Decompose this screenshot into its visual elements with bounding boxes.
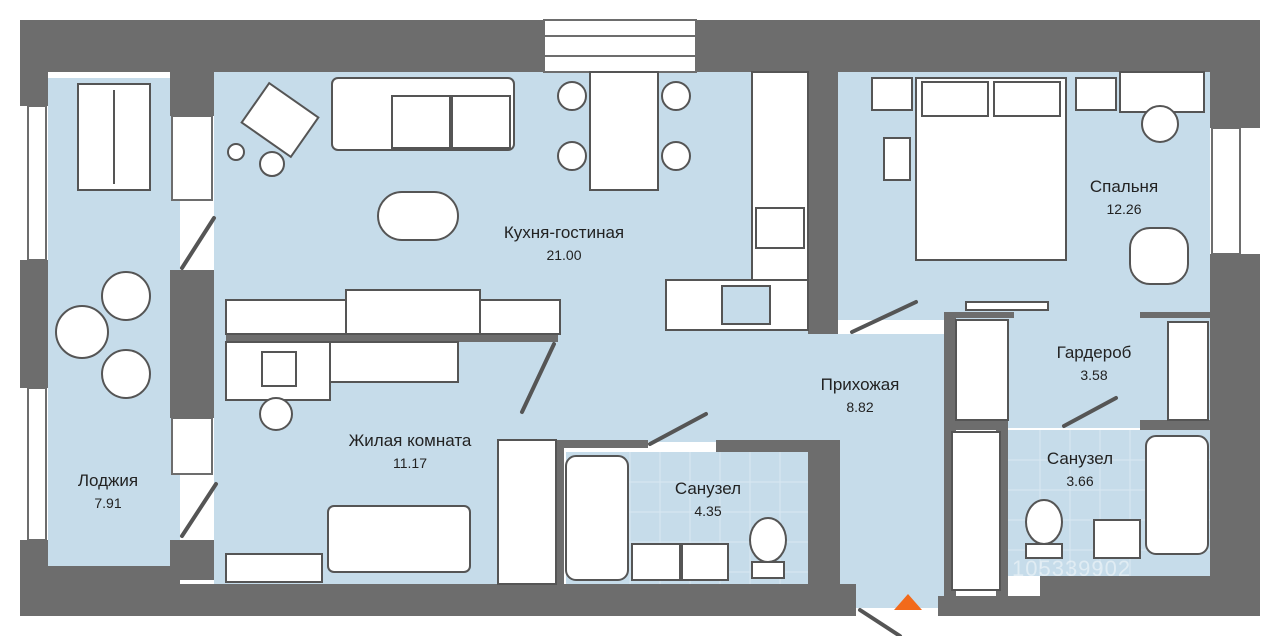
- wardrobe-rack-2: [951, 431, 1001, 591]
- wardrobe-living: [497, 439, 557, 585]
- nightstand-1: [871, 77, 913, 111]
- nightstand-2: [1075, 77, 1117, 111]
- room-name: Лоджия: [77, 471, 139, 490]
- toilet-2: [1025, 499, 1063, 545]
- floor-lamp: [227, 143, 245, 161]
- laptop: [261, 351, 297, 387]
- loggia-door-1: [171, 115, 213, 201]
- watermark: 105339902: [1012, 556, 1132, 581]
- room-label-living-room: Жилая комната 11.17: [320, 430, 500, 474]
- room-name: Кухня-гостиная: [503, 223, 625, 242]
- windows: [27, 19, 1241, 541]
- room-area: 12.26: [1106, 201, 1142, 217]
- room-label-kitchen-living: Кухня-гостиная 21.00: [474, 222, 654, 266]
- entrance-arrow-icon: [894, 594, 922, 610]
- room-area: 3.66: [1066, 473, 1094, 489]
- room-name: Прихожая: [820, 375, 900, 394]
- bookshelf: [225, 553, 323, 583]
- window-left-2: [27, 387, 47, 541]
- room-name: Спальня: [1089, 177, 1159, 196]
- bedroom-armchair: [1129, 227, 1189, 285]
- room-area: 3.58: [1080, 367, 1108, 383]
- tv-living: [329, 341, 459, 383]
- hallway-entry-floor: [840, 440, 944, 608]
- room-label-loggia: Лоджия 7.91: [52, 470, 164, 514]
- room-area: 11.17: [393, 455, 427, 471]
- hallway-floor: [558, 334, 948, 442]
- room-label-bathroom-1: Санузел 4.35: [648, 478, 768, 522]
- room-area: 4.35: [694, 503, 722, 519]
- window-left-1: [27, 105, 47, 261]
- room-name: Гардероб: [1056, 343, 1132, 362]
- room-area: 7.91: [94, 495, 122, 511]
- washing-machine-1: [681, 543, 729, 581]
- wardrobe-shelves: [1167, 321, 1209, 421]
- coffee-table: [377, 191, 459, 241]
- room-label-bathroom-2: Санузел 3.66: [1020, 448, 1140, 492]
- window-right: [1211, 127, 1241, 255]
- sofa-living: [327, 505, 471, 573]
- dining-table: [589, 71, 659, 191]
- loggia-door-2: [171, 417, 213, 475]
- armchair: [240, 81, 320, 159]
- bathtub-2: [1145, 435, 1209, 555]
- loggia-chair-2: [101, 349, 151, 399]
- room-name: Санузел: [1046, 449, 1114, 468]
- bathtub-1: [565, 455, 629, 581]
- window-top: [543, 19, 697, 73]
- furniture: [55, 71, 1209, 591]
- wardrobe-rack-1: [955, 319, 1009, 421]
- room-area: 8.82: [846, 399, 874, 415]
- room-area: 21.00: [546, 247, 582, 263]
- room-label-hallway: Прихожая 8.82: [800, 374, 920, 418]
- loggia-table: [55, 305, 109, 359]
- room-label-wardrobe: Гардероб 3.58: [1034, 342, 1154, 386]
- door-leaves: [180, 216, 1118, 636]
- desk-chair: [259, 397, 293, 431]
- toilet-1: [749, 517, 787, 563]
- stove: [755, 207, 805, 249]
- walls: [20, 20, 1260, 616]
- room-name: Санузел: [674, 479, 742, 498]
- tv: [345, 289, 481, 335]
- bedroom-shelf: [965, 301, 1049, 311]
- room-label-bedroom: Спальня 12.26: [1064, 176, 1184, 220]
- washbasin-1: [631, 543, 681, 581]
- loggia-chair-1: [101, 271, 151, 321]
- room-name: Жилая комната: [348, 431, 472, 450]
- slippers-mat: [883, 137, 911, 181]
- washbasin-2: [1093, 519, 1141, 559]
